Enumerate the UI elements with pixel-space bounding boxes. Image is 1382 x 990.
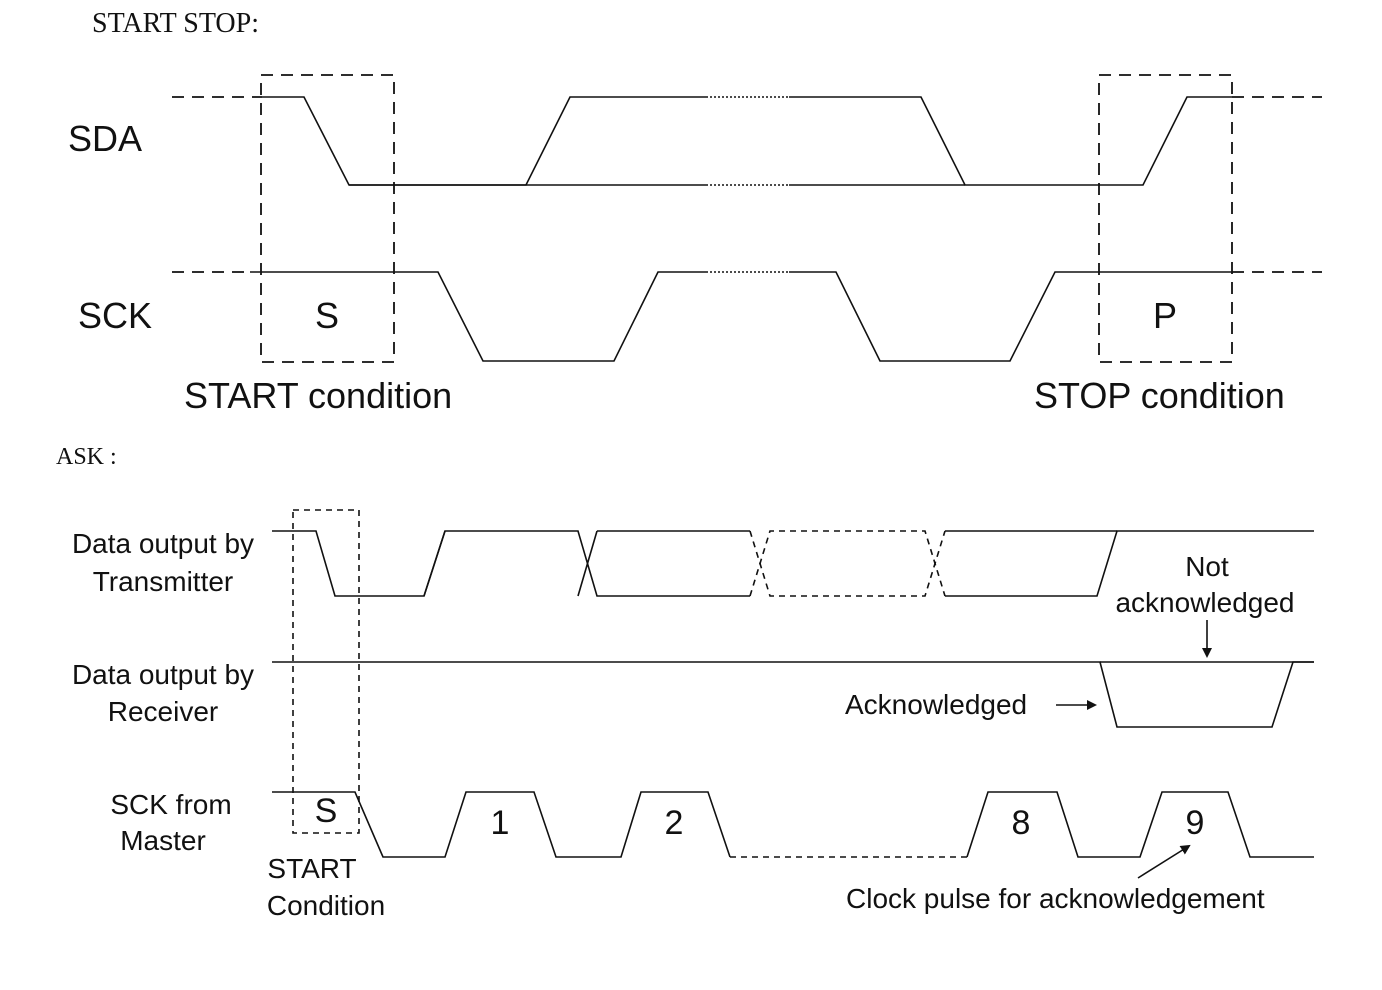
acknowledged-label: Acknowledged (845, 689, 1027, 720)
stop-condition-box (1098, 74, 1233, 363)
not-acknowledged-label-line2: acknowledged (1115, 587, 1294, 618)
start-stop-heading: START STOP: (92, 8, 259, 39)
sck-waveform (172, 271, 1322, 362)
ask-heading: ASK : (56, 444, 117, 470)
ack-start-condition-box (292, 509, 360, 834)
receiver-label-line1: Data output by (72, 659, 254, 690)
transmitter-waveform (272, 530, 1314, 597)
start-stop-diagram: SDA SCK S START condition P STOP co (68, 74, 1322, 416)
sck-master-label-line2: Master (120, 825, 206, 856)
clock-pulse-2-label: 2 (665, 804, 684, 842)
sck-master-label-line1: SCK from (110, 789, 231, 820)
sck-master-waveform (272, 791, 1314, 858)
transmitter-label-line2: Transmitter (93, 566, 234, 597)
clock-pulse-1-label: 1 (491, 804, 510, 842)
not-acknowledged-label-line1: Not (1185, 551, 1229, 582)
start-marker: S (315, 295, 339, 336)
clock-pulse-9-label: 9 (1186, 804, 1205, 842)
clock-pulse-caption: Clock pulse for acknowledgement (846, 883, 1265, 914)
start-condition-box (260, 74, 395, 363)
sck-label: SCK (78, 295, 152, 336)
ack-start-caption-line1: START (267, 853, 356, 884)
sda-waveform (172, 96, 1322, 186)
receiver-label-line2: Receiver (108, 696, 218, 727)
ack-diagram: Data output by Transmitter Data output b… (72, 509, 1314, 921)
ack-start-caption-line2: Condition (267, 890, 385, 921)
receiver-waveform (272, 661, 1314, 728)
clock-pulse-arrow-icon (1137, 844, 1191, 879)
start-caption: START condition (184, 375, 452, 416)
stop-marker: P (1153, 295, 1177, 336)
sda-label: SDA (68, 118, 142, 159)
clock-pulse-8-label: 8 (1012, 804, 1031, 842)
stop-caption: STOP condition (1034, 375, 1285, 416)
transmitter-label-line1: Data output by (72, 528, 254, 559)
ack-start-marker: S (315, 792, 338, 830)
